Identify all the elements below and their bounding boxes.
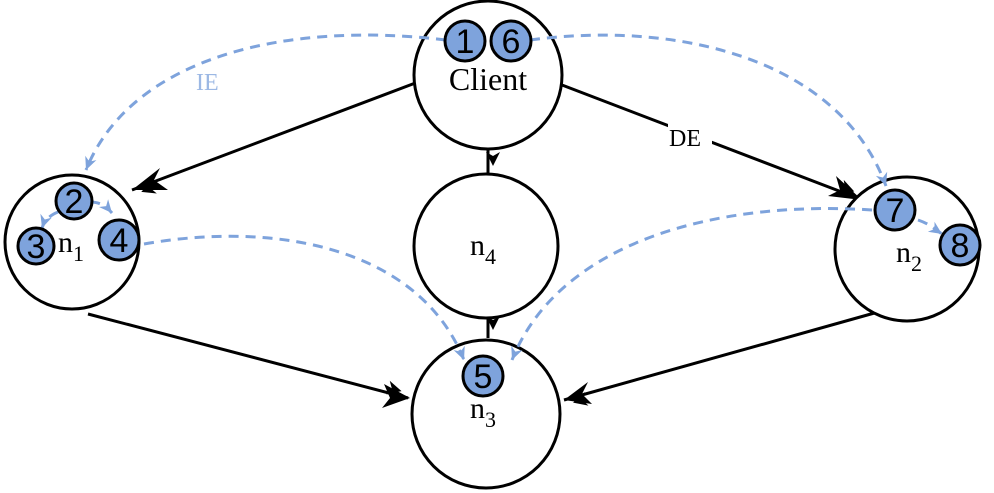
- dashed-edge-4-5: [143, 234, 466, 361]
- node-n3: [410, 338, 562, 490]
- node-n4: [412, 172, 560, 320]
- badge-2: 2: [54, 181, 94, 221]
- node-label-n2-main: n: [896, 236, 911, 269]
- badge-3: 3: [16, 226, 56, 266]
- dashed-edges: [40, 33, 943, 361]
- badge-2-text: 2: [65, 183, 84, 221]
- badge-2-circle: [54, 181, 94, 221]
- badge-7: 7: [873, 188, 917, 232]
- node-label-n4-main: n: [470, 229, 485, 262]
- badge-7-text: 7: [886, 192, 905, 230]
- edge-client-n1: [131, 80, 419, 194]
- node-label-client: Client: [449, 61, 527, 97]
- badge-4-circle: [97, 218, 141, 262]
- badge-6-text: 6: [502, 23, 521, 61]
- node-label-n1-sub: 1: [73, 241, 84, 266]
- badge-6: 6: [489, 19, 533, 63]
- edge-n1-n3: [87, 312, 409, 400]
- badges: 1 6 2 3 4 7 8 5: [16, 19, 982, 398]
- edge-label-de-bg: [668, 124, 712, 150]
- node-label-n1: n1: [58, 226, 84, 266]
- arrowhead-n3-right: [564, 382, 592, 404]
- badge-3-circle: [16, 226, 56, 266]
- edge-label-de: DE: [669, 126, 701, 152]
- node-label-n2-sub: 2: [911, 251, 922, 276]
- dashed-edge-6-7: [529, 33, 888, 187]
- node-label-n3-main: n: [470, 392, 485, 425]
- badge-8-text: 8: [951, 227, 970, 265]
- badge-5-text: 5: [474, 358, 493, 396]
- node-label-n3-sub: 3: [485, 407, 496, 432]
- node-label-n4-sub: 4: [485, 244, 496, 269]
- arrowhead-n1: [132, 168, 168, 190]
- badge-4: 4: [97, 218, 141, 262]
- dashed-edge-1-2: [84, 33, 447, 171]
- badge-1: 1: [443, 19, 487, 63]
- node-label-n2: n2: [896, 236, 922, 276]
- arrowhead-n3-left: [382, 384, 410, 408]
- badge-7-circle: [873, 188, 917, 232]
- node-label-n4: n4: [470, 229, 496, 269]
- node-label-n3: n3: [470, 392, 496, 432]
- badge-8-circle: [938, 223, 982, 267]
- dashed-edge-2-3: [40, 210, 59, 229]
- arrowheads: [132, 168, 862, 408]
- badge-8: 8: [938, 223, 982, 267]
- badge-3-text: 3: [27, 228, 46, 266]
- edge-n2-n3: [563, 310, 879, 406]
- badge-1-circle: [443, 19, 487, 63]
- arrowhead-n2: [828, 176, 862, 200]
- badge-1-text: 1: [456, 23, 475, 61]
- badge-5: 5: [461, 354, 505, 398]
- badge-4-text: 4: [110, 222, 129, 260]
- badge-5-circle: [461, 354, 505, 398]
- node-label-n1-main: n: [58, 226, 73, 259]
- dashed-edge-7-5: [510, 207, 873, 361]
- edge-label-ie: IE: [196, 70, 219, 96]
- badge-6-circle: [489, 19, 533, 63]
- dashed-edge-7-8: [917, 218, 943, 236]
